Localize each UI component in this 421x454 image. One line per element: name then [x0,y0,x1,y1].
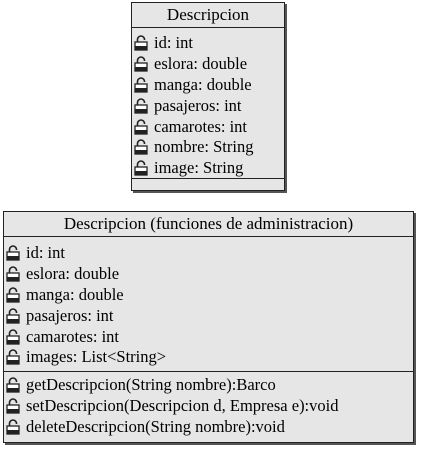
class-descripcion-admin[interactable]: Descripcion (funciones de administracion… [3,211,414,443]
lock-icon [134,160,148,176]
lock-icon [6,377,20,394]
attribute-label: nombre: String [154,137,254,157]
lock-icon [6,419,20,435]
attribute-row[interactable]: pasajeros: int [134,95,284,116]
attribute-row[interactable]: nombre: String [134,137,284,158]
lock-icon [134,118,148,135]
operations-section [132,178,284,185]
lock-icon [134,97,148,114]
attribute-row[interactable]: images: List<String> [6,347,413,368]
attribute-row[interactable]: manga: double [134,75,284,96]
attribute-row[interactable]: manga: double [6,285,413,306]
attribute-label: manga: double [154,74,252,94]
attributes-section: id: int eslora: double manga: double pas… [132,28,284,178]
operations-section: getDescripcion(String nombre):Barco setD… [4,371,413,440]
attribute-label: id: int [26,243,65,263]
attribute-label: id: int [154,33,193,53]
attribute-label: camarotes: int [154,116,248,136]
operation-row[interactable]: getDescripcion(String nombre):Barco [6,375,413,396]
operation-row[interactable]: setDescripcion(Descripcion d, Empresa e)… [6,396,413,417]
attribute-label: manga: double [26,284,124,304]
attribute-row[interactable]: eslora: double [134,54,284,75]
lock-icon [134,35,148,52]
class-descripcion[interactable]: Descripcion id: int eslora: double manga… [131,2,285,191]
attribute-label: images: List<String> [26,347,167,367]
class-title: Descripcion [132,3,284,28]
lock-icon [134,56,148,72]
attribute-label: camarotes: int [26,326,120,346]
attribute-label: image: String [154,158,244,178]
attribute-row[interactable]: image: String [134,158,284,179]
lock-icon [6,287,20,303]
attribute-row[interactable]: id: int [134,33,284,54]
lock-icon [6,398,20,414]
operation-label: deleteDescripcion(String nombre):void [26,416,285,436]
attribute-row[interactable]: id: int [6,243,413,264]
operation-label: getDescripcion(String nombre):Barco [26,375,276,395]
operation-label: setDescripcion(Descripcion d, Empresa e)… [26,396,339,416]
lock-icon [6,245,20,262]
attributes-section: id: int eslora: double manga: double pas… [4,237,413,371]
attribute-row[interactable]: camarotes: int [6,326,413,347]
lock-icon [134,77,148,93]
lock-icon [6,307,20,324]
attribute-row[interactable]: camarotes: int [134,116,284,137]
class-title: Descripcion (funciones de administracion… [4,212,413,237]
operation-row[interactable]: deleteDescripcion(String nombre):void [6,417,413,438]
attribute-label: eslora: double [154,54,248,74]
lock-icon [6,266,20,282]
lock-icon [6,328,20,345]
attribute-row[interactable]: pasajeros: int [6,305,413,326]
attribute-label: eslora: double [26,264,120,284]
lock-icon [6,349,20,366]
attribute-label: pasajeros: int [26,305,114,325]
attribute-row[interactable]: eslora: double [6,264,413,285]
attribute-label: pasajeros: int [154,95,242,115]
lock-icon [134,139,148,156]
